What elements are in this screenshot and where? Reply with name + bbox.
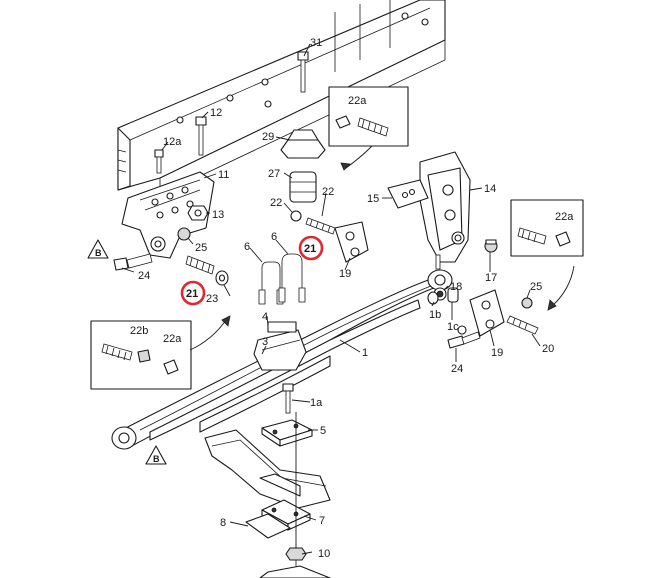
- callout-inset-left-22b: 22b: [130, 325, 148, 337]
- triangle-b-left-label: B: [95, 248, 102, 258]
- axle-beam: [204, 429, 331, 509]
- callout-19-mid: 19: [339, 268, 351, 280]
- rear-spring-hanger-bracket: [387, 151, 471, 270]
- callout-inset-top-22a: 22a: [348, 95, 367, 107]
- callout-1c: 1c: [447, 321, 459, 333]
- callout-1b: 1b: [429, 309, 441, 321]
- front-spring-hanger-bracket: [121, 171, 215, 259]
- spacer-8: [245, 513, 291, 539]
- shackle-link-mid: [334, 221, 369, 263]
- nut-25-right: [521, 297, 533, 309]
- highlight-21-left: 21: [180, 280, 206, 306]
- callout-12: 12: [210, 107, 222, 119]
- center-bolt-1a: [282, 383, 294, 414]
- callout-8: 8: [220, 517, 226, 529]
- triangle-marker-b-left: [87, 239, 109, 259]
- bushing-1c: [447, 287, 459, 303]
- callout-27: 27: [268, 168, 280, 180]
- callout-23: 23: [206, 293, 218, 305]
- callout-25-left: 25: [195, 242, 207, 254]
- callout-6b: 6: [271, 231, 277, 243]
- nut-17: [484, 239, 498, 253]
- bolt-12a: [154, 149, 164, 174]
- callout-22-top: 22: [322, 186, 334, 198]
- callout-labels: 31 12 12a 11 13 29 27 22 22 25 24 23 6 6…: [95, 37, 574, 560]
- callout-4: 4: [262, 311, 268, 323]
- triangle-marker-b-bottom: [145, 445, 167, 465]
- bolt-24-left: [113, 253, 153, 271]
- detail-inset-top: [328, 86, 409, 171]
- callout-20: 20: [542, 343, 554, 355]
- callout-11: 11: [218, 169, 229, 181]
- bolt-22-mid: [290, 210, 336, 235]
- callout-inset-left-22a: 22a: [163, 333, 182, 345]
- u-bolt-right: [278, 253, 306, 303]
- bump-stop-assembly: [280, 51, 326, 203]
- detail-inset-right: [510, 199, 584, 311]
- detail-inset-left: [90, 315, 231, 390]
- callout-5: 5: [320, 425, 326, 437]
- callout-14: 14: [484, 183, 496, 195]
- callout-inset-right-22a: 22a: [555, 211, 574, 223]
- triangle-b-bottom-label: B: [153, 454, 160, 464]
- bolt-21-left: [185, 255, 215, 275]
- nut-25-left: [177, 227, 191, 241]
- callout-3: 3: [262, 336, 268, 348]
- bolt-12: [195, 116, 207, 156]
- callout-29: 29: [262, 131, 274, 143]
- bolt-24-right: [447, 331, 481, 349]
- callout-31: 31: [310, 37, 322, 49]
- callout-7: 7: [319, 515, 325, 527]
- shackle-right: [457, 289, 505, 337]
- bushing-1b: [427, 291, 439, 305]
- highlight-21-mid-label: 21: [304, 243, 316, 255]
- callout-25-right: 25: [530, 281, 542, 293]
- callout-17: 17: [485, 272, 497, 284]
- callout-24-right: 24: [451, 363, 463, 375]
- callout-1: 1: [362, 347, 368, 359]
- axle-pad-5: [261, 419, 313, 447]
- callout-12a: 12a: [163, 136, 182, 148]
- highlight-21-mid: 21: [298, 235, 324, 261]
- callout-1a: 1a: [310, 397, 323, 409]
- highlight-21-left-label: 21: [186, 288, 198, 300]
- callout-19-right: 19: [491, 347, 503, 359]
- callout-10: 10: [318, 548, 330, 560]
- callout-22-mid: 22: [270, 197, 282, 209]
- callout-13: 13: [212, 209, 224, 221]
- axle-seat-3: [253, 321, 307, 371]
- callout-24-left: 24: [138, 270, 150, 282]
- bolt-20-right: [506, 315, 539, 335]
- callout-6a: 6: [244, 241, 250, 253]
- nut-13: [187, 205, 209, 221]
- nut-10: [259, 547, 331, 578]
- callout-15: 15: [367, 193, 379, 205]
- leader-lines: [121, 43, 541, 555]
- callout-18: 18: [450, 281, 462, 293]
- washer-23: [215, 270, 229, 286]
